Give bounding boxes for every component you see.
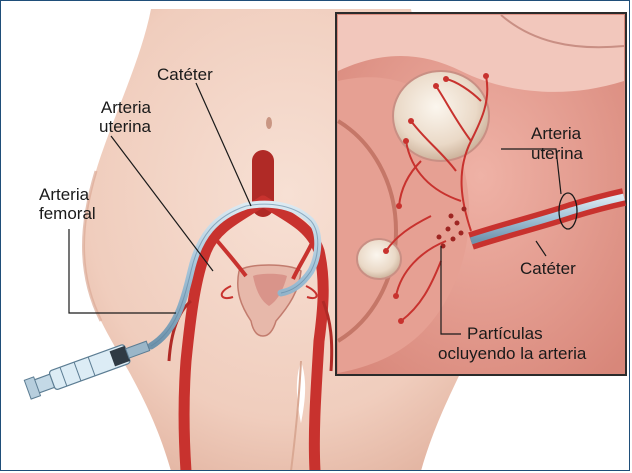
label-particulas-line2: ocluyendo la arteria <box>438 344 586 363</box>
label-arteria-femoral-line1: Arteria <box>39 185 89 204</box>
label-arteria-uterina-main-line2: uterina <box>43 117 151 136</box>
label-cateter-main: Catéter <box>157 65 213 84</box>
label-arteria-uterina-main-line1: Arteria <box>43 98 151 117</box>
navel <box>266 117 272 129</box>
label-cateter-inset: Catéter <box>520 259 576 278</box>
fibroid-small <box>357 239 401 279</box>
label-arteria-uterina-inset-line1: Arteria <box>531 124 581 143</box>
label-arteria-femoral-line2: femoral <box>39 204 96 223</box>
label-arteria-uterina-inset-line2: uterina <box>531 144 583 163</box>
inset-panel <box>336 13 626 375</box>
label-particulas-line1: Partículas <box>467 324 543 343</box>
